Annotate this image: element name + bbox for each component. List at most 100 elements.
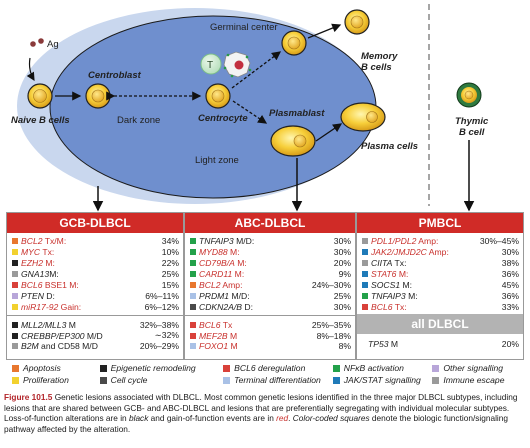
- lesion-row: EZH2 M:22%: [12, 258, 179, 269]
- function-color-square-icon: [190, 260, 196, 267]
- lesion-gene: PDL1/PDL2 Amp:: [371, 236, 439, 247]
- caption-black-word: black: [128, 413, 149, 424]
- lesion-frequency: 6%–11%: [145, 290, 179, 301]
- caption-red-word: red: [276, 413, 289, 424]
- function-color-square-icon: [190, 249, 196, 256]
- lesion-row: PTEN D: 6%–11%: [12, 290, 179, 301]
- thymic-b-cell-icon: [456, 82, 482, 108]
- legend-color-square-icon: [223, 376, 231, 384]
- lesion-gene: STAT6 M:: [371, 269, 409, 280]
- lesion-frequency: 32%–38%: [139, 319, 179, 330]
- lesion-frequency: 36%: [501, 269, 519, 280]
- legend-color-square-icon: [432, 376, 440, 384]
- function-color-square-icon: [12, 238, 18, 245]
- naive-b-cell-icon: [27, 83, 53, 109]
- function-color-square-icon: [362, 282, 368, 288]
- lesion-row: GNA13M:25%: [12, 269, 179, 280]
- legend-item: Proliferation: [12, 375, 100, 385]
- lesion-row: TNFAIP3 M:36%: [362, 290, 519, 301]
- function-color-square-icon: [190, 321, 196, 328]
- caption-text-1: Genetic lesions associated with DLBCL. M…: [4, 392, 518, 424]
- plasma-cells-label: Plasma cells: [361, 141, 418, 152]
- lesion-gene: miR17-92 Gain:: [21, 301, 82, 312]
- lesion-gene: TNFAIP3 M/D:: [199, 236, 255, 247]
- lesion-frequency: 30%–45%: [479, 236, 519, 247]
- function-color-square-icon: [362, 292, 368, 299]
- lesion-frequency: 25%: [333, 290, 351, 301]
- function-color-square-icon: [12, 292, 18, 299]
- lesion-gene: CIITA Tx:: [371, 258, 407, 269]
- lesion-gene: B2M and CD58 M/D: [21, 341, 98, 352]
- function-color-square-icon: [12, 249, 18, 256]
- lesion-gene: CDKN2A/B D:: [199, 301, 253, 312]
- legend-item: Other signalling: [432, 363, 522, 373]
- legend-label: Cell cycle: [110, 375, 148, 385]
- lesion-gene: PTEN D:: [21, 290, 55, 301]
- figure-number: Figure 101.5: [4, 392, 53, 402]
- legend-label: JAK/STAT signalling: [343, 375, 421, 385]
- centroblast-cell-icon: [85, 83, 111, 109]
- antigen-dot-icon: [30, 41, 36, 47]
- lesion-row: BCL6 Tx:33%: [362, 301, 519, 312]
- function-color-square-icon: [362, 260, 368, 267]
- function-color-square-icon: [362, 303, 368, 310]
- legend-item: BCL6 deregulation: [223, 363, 333, 373]
- function-legend: Apoptosis Epigenetic remodeling BCL6 dereg…: [12, 362, 522, 386]
- centrocyte-cell-icon: [205, 83, 231, 109]
- to-memory-b-arrow: [307, 23, 342, 39]
- thymic-label: Thymic: [455, 116, 489, 127]
- lesion-frequency: 15%: [161, 280, 179, 290]
- to-memory-arrow: [231, 51, 282, 89]
- antigen-arrow: [26, 57, 35, 82]
- function-color-square-icon: [190, 332, 196, 339]
- lesion-frequency: 20%–29%: [139, 341, 179, 352]
- plasmablast-label: Plasmablast: [269, 108, 325, 119]
- svg-text:T: T: [207, 60, 213, 71]
- lesion-frequency: 45%: [501, 280, 519, 290]
- lesion-gene: MYC Tx:: [21, 247, 55, 258]
- germinal-center-diagram: Ag Naive B cells Centroblast Dark zone G…: [11, 4, 489, 212]
- lesion-row: miR17-92 Gain:6%–12%: [12, 301, 179, 312]
- legend-color-square-icon: [99, 364, 107, 372]
- lesion-frequency: 24%–30%: [311, 280, 351, 290]
- lesion-frequency: 10%: [161, 247, 179, 258]
- function-color-square-icon: [12, 321, 18, 328]
- lesion-gene: CREBBP/EP300 M/D: [21, 330, 103, 341]
- function-color-square-icon: [190, 282, 196, 288]
- function-color-square-icon: [12, 271, 18, 278]
- gcb-dlbcl-title: GCB-DLBCL: [7, 213, 183, 233]
- lesion-row: MYD88 M:30%: [190, 247, 351, 258]
- lesion-row: CDKN2A/B D:30%: [190, 301, 351, 312]
- lesion-gene: BCL2 Tx/M:: [21, 236, 67, 247]
- lesion-gene: MYD88 M:: [199, 247, 240, 258]
- legend-label: Other signalling: [443, 363, 504, 373]
- lesion-gene: FOXO1 M: [199, 341, 238, 352]
- legend-label: Epigenetic remodeling: [110, 363, 196, 373]
- caption-text-3: .: [288, 413, 293, 424]
- lesion-row: CIITA Tx:38%: [362, 258, 519, 269]
- lesion-frequency: 20%: [501, 338, 519, 349]
- lesion-frequency: 20%: [333, 258, 351, 269]
- lesion-frequency: 25%–35%: [311, 319, 351, 330]
- legend-item: Terminal differentiation: [223, 375, 333, 385]
- pmbcl-table: PMBCL PDL1/PDL2 Amp:30%–45%JAK2/JMJD2C A…: [356, 212, 524, 360]
- dendritic-cell-icon: [223, 51, 252, 78]
- lesion-frequency: 9%: [338, 269, 351, 280]
- lesion-group: TNFAIP3 M/D:30%MYD88 M:30%CD79B/A M:20%C…: [185, 233, 355, 312]
- legend-row: Proliferation Cell cycle Terminal differen…: [12, 374, 522, 386]
- legend-color-square-icon: [12, 364, 19, 372]
- lesion-gene: BCL6 Tx:: [371, 301, 407, 312]
- all-dlbcl-title: all DLBCL: [357, 314, 523, 335]
- lesion-gene: MEF2B M: [199, 330, 238, 341]
- legend-item: Apoptosis: [12, 363, 100, 373]
- memory-b-cells-label: B cells: [361, 62, 392, 73]
- legend-label: NFκB activation: [343, 363, 404, 373]
- function-color-square-icon: [12, 343, 18, 350]
- abc-dlbcl-title: ABC-DLBCL: [185, 213, 355, 233]
- centroblast-label: Centroblast: [88, 70, 142, 81]
- legend-item: JAK/STAT signalling: [332, 375, 433, 385]
- lesion-gene: CD79B/A M:: [199, 258, 247, 269]
